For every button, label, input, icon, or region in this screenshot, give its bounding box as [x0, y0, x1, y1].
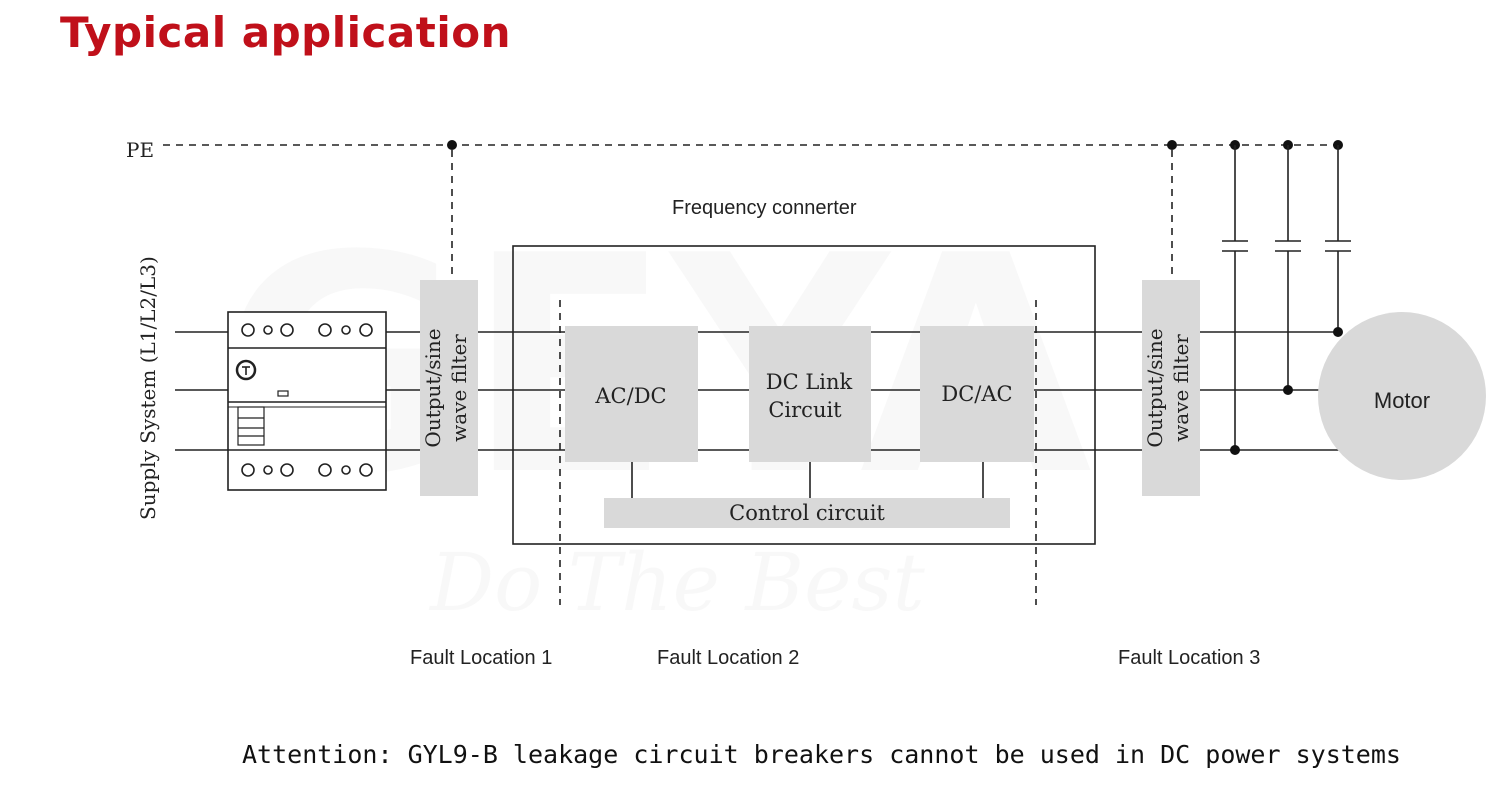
capacitor-l2-to-pe — [1275, 145, 1301, 395]
leakage-circuit-breaker — [227, 311, 387, 491]
indicator-window — [277, 390, 289, 397]
dc-ac-block: DC/AC — [920, 326, 1034, 462]
pe-junction-dot — [447, 140, 457, 150]
pe-junction-dot — [1167, 140, 1177, 150]
svg-text:Output/sine: Output/sine — [1143, 328, 1167, 447]
output-sine-wave-filter-left: Output/sine wave filter — [420, 280, 478, 496]
terminal-screws-bottom — [241, 463, 373, 477]
capacitor-l3-to-pe — [1222, 145, 1248, 455]
dc-link-label-line-2: Circuit — [768, 398, 842, 422]
filter-right-line-1: Output/sine — [1143, 328, 1167, 447]
terminal-screws-top — [241, 323, 373, 337]
control-circuit-block: Control circuit — [604, 498, 1010, 528]
dc-link-label-line-1: DC Link — [766, 370, 853, 394]
output-sine-wave-filter-right: Output/sine wave filter — [1142, 280, 1200, 496]
fault-location-2-label: Fault Location 2 — [657, 647, 799, 669]
filter-left-line-2: wave filter — [447, 334, 471, 442]
motor-label: Motor — [1374, 388, 1430, 413]
svg-text:Output/sine: Output/sine — [421, 328, 445, 447]
pe-label: PE — [126, 138, 154, 162]
fault-location-1-label: Fault Location 1 — [410, 647, 552, 669]
fault-location-3-label: Fault Location 3 — [1118, 647, 1260, 669]
frequency-converter-label: Frequency connerter — [672, 197, 857, 219]
filter-left-line-1: Output/sine — [421, 328, 445, 447]
toggle-handle — [237, 406, 265, 446]
dc-ac-label: DC/AC — [941, 382, 1012, 406]
attention-note: Attention: GYL9-B leakage circuit breake… — [242, 740, 1401, 769]
motor: Motor — [1318, 312, 1486, 480]
svg-text:wave filter: wave filter — [447, 334, 471, 442]
supply-system-label: Supply System (L1/L2/L3) — [136, 256, 160, 520]
frequency-converter-box — [512, 245, 1096, 545]
ac-dc-label: AC/DC — [594, 384, 666, 408]
ac-dc-block: AC/DC — [565, 326, 698, 462]
page-title: Typical application — [60, 8, 511, 57]
test-button-icon — [235, 359, 257, 381]
watermark-slogan: Do The Best — [428, 536, 926, 629]
svg-text:wave filter: wave filter — [1169, 334, 1193, 442]
filter-right-line-2: wave filter — [1169, 334, 1193, 442]
dc-link-circuit-block: DC Link Circuit — [749, 326, 871, 462]
control-circuit-label: Control circuit — [729, 501, 885, 525]
capacitor-l1-to-pe — [1325, 145, 1351, 337]
